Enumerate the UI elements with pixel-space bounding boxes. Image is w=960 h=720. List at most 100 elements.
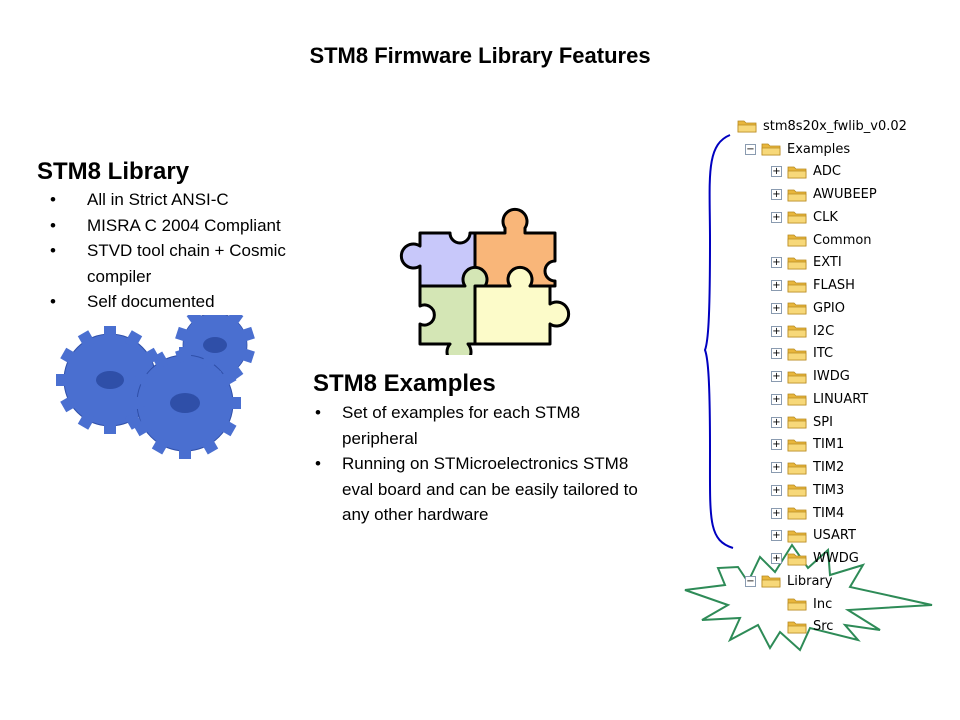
tree-folder[interactable]: + EXTI	[735, 252, 907, 275]
gear-tooth	[104, 420, 116, 434]
expand-icon[interactable]: +	[771, 302, 782, 314]
gear-tooth	[77, 411, 96, 430]
tree-folder[interactable]: + TIM4	[735, 502, 907, 525]
folder-icon	[787, 506, 807, 520]
tree-folder[interactable]: +ADC	[735, 161, 907, 184]
tree-folder[interactable]: +FLASH	[735, 274, 907, 297]
tree-folder-examples[interactable]: −Examples	[735, 138, 907, 161]
gear-tooth	[141, 347, 160, 366]
collapse-icon[interactable]: −	[745, 575, 756, 587]
tree-folder[interactable]: +ITC	[735, 343, 907, 366]
gear-tooth	[77, 330, 96, 349]
folder-label: Library	[787, 573, 833, 589]
folder-icon	[787, 620, 807, 634]
library-heading: STM8 Library	[37, 158, 190, 185]
tree-folder[interactable]: +SPI	[735, 411, 907, 434]
folder-icon	[787, 256, 807, 270]
tree-folder[interactable]: + CLK	[735, 206, 907, 229]
gear-tooth	[129, 397, 143, 409]
expand-icon[interactable]: +	[771, 462, 782, 474]
gear-tooth	[237, 347, 255, 364]
folder-icon	[737, 119, 757, 133]
tree-root[interactable]: stm8s20x_fwlib_v0.02	[735, 115, 907, 138]
bullet: •	[315, 403, 321, 422]
gear-tooth	[56, 374, 70, 386]
bullet-item: • Self documented	[50, 289, 350, 315]
expand-icon[interactable]: +	[771, 371, 782, 383]
folder-icon	[787, 233, 807, 247]
folder-icon	[787, 529, 807, 543]
tree-folder-library[interactable]: − Library	[735, 570, 907, 593]
tree-folder[interactable]: Src	[735, 616, 907, 639]
gear-tooth	[227, 397, 241, 409]
expand-icon[interactable]: +	[771, 439, 782, 451]
folder-icon	[787, 552, 807, 566]
tree-folder[interactable]: + TIM2	[735, 456, 907, 479]
expand-icon[interactable]: +	[771, 553, 782, 565]
library-bullets: •All in Strict ANSI-C •MISRA C 2004 Comp…	[50, 187, 350, 315]
file-tree: stm8s20x_fwlib_v0.02−Examples+ADC+AWUBEE…	[735, 115, 907, 638]
gear-tooth	[179, 347, 191, 361]
expand-icon[interactable]: +	[771, 484, 782, 496]
tree-folder[interactable]: +TIM3	[735, 479, 907, 502]
gear-tooth	[60, 347, 79, 366]
expand-icon[interactable]: +	[771, 416, 782, 428]
tree-folder[interactable]: +USART	[735, 525, 907, 548]
bullet: •	[50, 292, 56, 311]
folder-icon	[787, 188, 807, 202]
expand-icon[interactable]: +	[771, 257, 782, 269]
folder-icon	[787, 301, 807, 315]
curly-brace	[703, 134, 734, 549]
expand-icon[interactable]: +	[771, 166, 782, 178]
gear-tooth	[225, 362, 244, 381]
folder-icon	[787, 483, 807, 497]
bullet-text: Self documented	[87, 292, 215, 311]
examples-bullets: • Set of examples for each STM8 periphera…	[315, 400, 645, 528]
tree-folder[interactable]: +GPIO	[735, 297, 907, 320]
tree-folder[interactable]: Inc	[735, 593, 907, 616]
folder-label: TIM2	[813, 460, 845, 476]
bullet-text: Running on STMicroelectronics STM8 eval …	[342, 454, 638, 524]
tree-folder[interactable]: +LINUART	[735, 388, 907, 411]
expand-icon[interactable]: +	[771, 211, 782, 223]
gear-tooth	[209, 371, 221, 385]
folder-label: WWDG	[813, 551, 859, 567]
collapse-icon[interactable]: −	[745, 143, 756, 155]
tree-folder[interactable]: + WWDG	[735, 547, 907, 570]
gears-image	[56, 315, 255, 459]
expand-icon[interactable]: +	[771, 393, 782, 405]
folder-icon	[787, 324, 807, 338]
bullet-item: • Set of examples for each STM8 periphera…	[315, 400, 645, 451]
expand-icon[interactable]: +	[771, 507, 782, 519]
folder-label: AWUBEEP	[813, 187, 877, 203]
gear-tooth	[218, 418, 237, 437]
folder-label: TIM4	[813, 505, 845, 521]
tree-folder[interactable]: + AWUBEEP	[735, 183, 907, 206]
bullet: •	[50, 190, 56, 209]
bullet-text: Set of examples for each STM8 peripheral	[342, 403, 581, 448]
folder-icon	[787, 415, 807, 429]
gear-tooth	[151, 436, 170, 455]
expand-icon[interactable]: +	[771, 530, 782, 542]
expand-icon[interactable]: +	[771, 325, 782, 337]
tree-folder[interactable]: +TIM1	[735, 434, 907, 457]
gear-tooth	[179, 445, 191, 459]
folder-label: CLK	[813, 209, 838, 225]
folder-label: Common	[813, 232, 872, 248]
gear-tooth	[124, 330, 143, 349]
folder-icon	[787, 370, 807, 384]
gear-tooth	[151, 351, 170, 370]
bullet-item: •MISRA C 2004 Compliant	[50, 213, 350, 239]
gear-tooth	[237, 326, 255, 343]
folder-icon	[787, 279, 807, 293]
folder-label: EXTI	[813, 255, 842, 271]
tree-folder[interactable]: +I2C	[735, 320, 907, 343]
expand-icon[interactable]: +	[771, 280, 782, 292]
puzzle-image	[399, 207, 571, 355]
tree-folder[interactable]: Common	[735, 229, 907, 252]
folder-icon	[787, 438, 807, 452]
tree-folder[interactable]: +IWDG	[735, 365, 907, 388]
expand-icon[interactable]: +	[771, 348, 782, 360]
folder-icon	[787, 347, 807, 361]
expand-icon[interactable]: +	[771, 189, 782, 201]
